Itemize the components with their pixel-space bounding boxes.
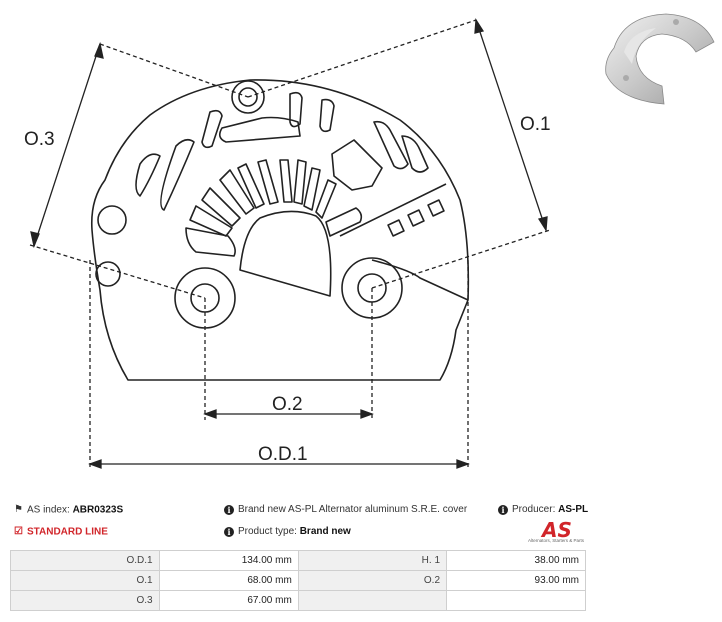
info-icon: i [498, 505, 508, 515]
as-logo: AS Alternators, Starters & Parts [528, 520, 588, 544]
spec-value: 93.00 mm [446, 570, 586, 591]
table-row: O.D.1 134.00 mm H. 1 38.00 mm [10, 550, 586, 571]
mount-hole-top [231, 80, 265, 114]
spec-key: O.2 [297, 570, 448, 591]
dim-label-o1: O.1 [520, 114, 551, 135]
product-type-value: Brand new [299, 526, 351, 537]
info-icon: i [224, 527, 234, 537]
technical-drawing: O.3 O.1 O.2 O.D.1 [24, 18, 551, 470]
spec-value: 134.00 mm [158, 550, 299, 571]
table-row: O.3 67.00 mm [10, 590, 586, 611]
standard-line-text: STANDARD LINE [26, 526, 108, 538]
dim-label-o2: O.2 [272, 394, 303, 415]
spec-value: 68.00 mm [158, 570, 299, 591]
table-row: O.1 68.00 mm O.2 93.00 mm [10, 570, 586, 591]
description: i Brand new AS-PL Alternator aluminum S.R… [224, 503, 467, 517]
logo-mark: AS [542, 518, 572, 542]
dim-label-od1: O.D.1 [258, 444, 308, 465]
cover-outline [90, 79, 470, 381]
product-type-label: Product type: [238, 526, 297, 537]
producer: i Producer: AS-PL [498, 503, 588, 517]
dim-label-o3: O.3 [24, 129, 55, 150]
standard-line: ☑STANDARD LINE [14, 525, 108, 540]
spec-value: 67.00 mm [158, 590, 299, 611]
spec-key: O.D.1 [10, 550, 160, 571]
product-photo [605, 13, 715, 105]
product-type: i Product type: Brand new [224, 525, 351, 539]
info-icon: i [224, 505, 234, 515]
spec-key [297, 590, 448, 611]
description-text: Brand new AS-PL Alternator aluminum S.R.… [238, 504, 468, 515]
as-index: ⚑AS index: ABR0323S [14, 503, 123, 518]
center-bridge [239, 210, 332, 297]
producer-label: Producer: [512, 504, 556, 515]
spec-value: 38.00 mm [446, 550, 586, 571]
producer-value: AS-PL [558, 504, 589, 515]
spec-key: O.3 [10, 590, 160, 611]
logo-tagline: Alternators, Starters & Parts [528, 538, 585, 543]
tag-icon: ⚑ [14, 504, 23, 515]
spec-value [446, 590, 586, 611]
specs-table: O.D.1 134.00 mm H. 1 38.00 mm O.1 68.00 … [10, 550, 586, 611]
check-square-icon: ☑ [14, 526, 23, 537]
as-index-label: AS index: [26, 504, 70, 516]
spec-key: H. 1 [297, 550, 448, 571]
as-index-value: ABR0323S [72, 504, 124, 516]
spec-key: O.1 [10, 570, 160, 591]
